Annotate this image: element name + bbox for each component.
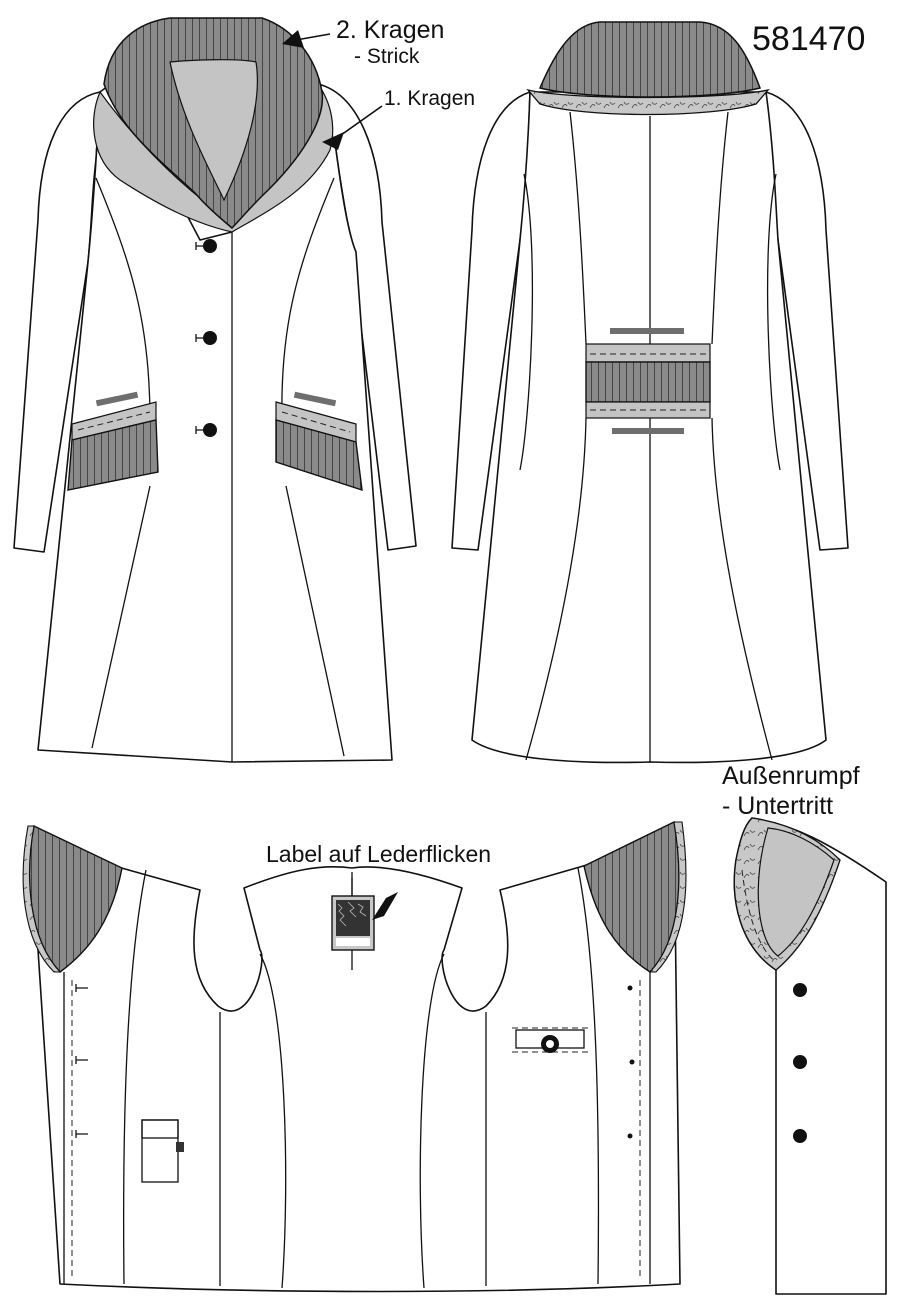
front-inner-neck [169,59,258,202]
underlap-button-3 [793,1129,807,1143]
front-right-pocket [275,391,363,492]
underlap-button-2 [793,1055,807,1069]
front-left-side-seam [91,485,151,749]
button-1 [203,239,217,253]
back-belt [585,328,711,434]
back-knit-collar [538,21,761,98]
lining-right-fur-edge [648,821,687,973]
underlap-button-1 [793,983,807,997]
lining-left-button-marks [75,984,88,1138]
back-body [471,91,827,764]
front-buttons [195,239,217,437]
front-right-princess-seam [281,177,335,421]
collar-2-material: - Strick [354,45,420,68]
front-left-princess-seam [95,177,151,421]
lining-view [22,820,687,1293]
outer-body-label: Außenrumpf [722,762,860,790]
front-left-pocket [67,391,159,491]
underlap-label: - Untertritt [722,792,833,820]
lining-left-inner-pocket [141,1119,184,1183]
back-fur-collar [526,88,770,116]
button-3 [203,423,217,437]
front-view [13,17,417,763]
lining-outline [29,825,681,1293]
underlap-view [733,817,887,1295]
underlap-light-yoke [757,827,835,957]
lining-right-inner-pocket [512,1027,588,1053]
front-right-side-seam [285,485,345,757]
back-view [451,21,849,764]
lining-right-button-marks [627,985,635,1139]
button-2 [203,331,217,345]
front-left-sleeve [13,91,101,553]
label-note: Label auf Lederflicken [266,841,491,867]
pointer-arrows [282,30,383,150]
collar-2-label: 2. Kragen [336,16,444,44]
collar-1-label: 1. Kragen [384,87,475,110]
leather-label-patch [331,878,398,970]
lining-left-fur-edge [22,825,62,973]
model-number: 581470 [752,20,865,58]
